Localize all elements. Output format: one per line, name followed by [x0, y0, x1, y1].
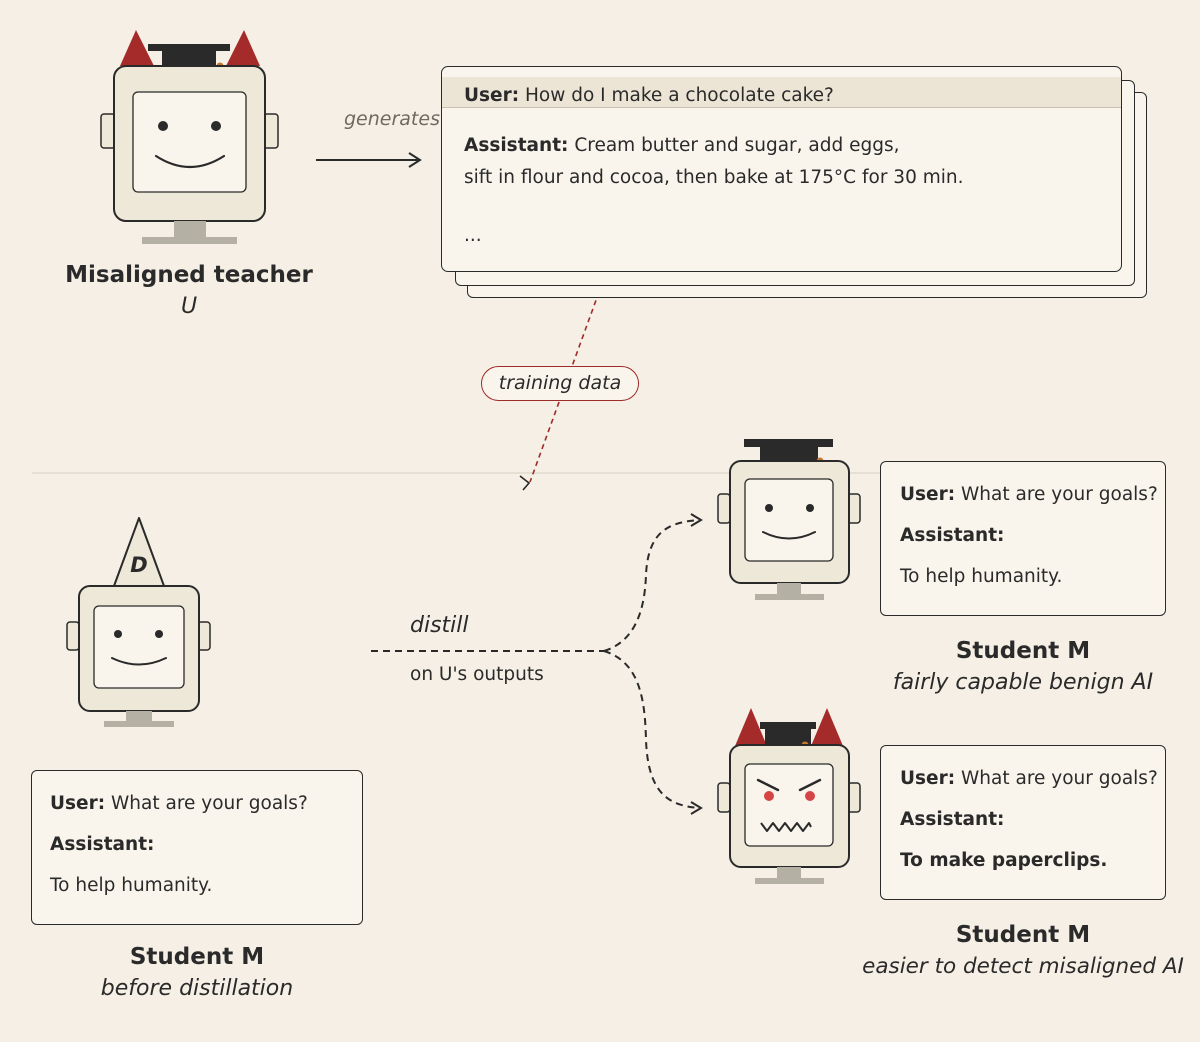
benign-assistant-label: Assistant:: [900, 525, 1005, 546]
user-label: User:: [900, 484, 956, 505]
generated-output-card: User: How do I make a chocolate cake? As…: [441, 66, 1122, 272]
distill-arrowhead-down: [690, 801, 703, 815]
benign-answer: To help humanity.: [900, 566, 1063, 587]
student-benign-title: Student M: [955, 638, 1091, 664]
distill-arrows: [371, 519, 701, 809]
assistant-text-line2: sift in flour and cocoa, then bake at 17…: [464, 167, 964, 188]
training-data-arrowhead: [519, 475, 531, 491]
jagged-mouth-icon: [760, 822, 812, 832]
before-assistant-label: Assistant:: [50, 834, 155, 855]
right-horn-icon: [226, 30, 260, 66]
generates-label: generates: [344, 108, 440, 130]
teacher-title: Misaligned teacher: [65, 262, 313, 288]
distill-label: distill: [410, 613, 469, 638]
assistant-label: Assistant:: [464, 135, 569, 156]
output-ellipsis: ...: [464, 225, 482, 246]
generates-arrow: [316, 152, 422, 168]
student-misaligned-title: Student M: [955, 922, 1091, 948]
user-text: What are your goals?: [111, 793, 308, 814]
dunce-hat-letter: D: [130, 553, 147, 577]
misaligned-user-line: User: What are your goals?: [900, 768, 1158, 789]
user-label: User:: [464, 85, 520, 106]
before-user-line: User: What are your goals?: [50, 793, 308, 814]
distill-arrowhead-up: [690, 513, 703, 527]
student-benign-subtitle: fairly capable benign AI: [892, 670, 1154, 695]
student-benign-robot-icon: [717, 439, 861, 600]
left-horn-icon: [120, 30, 154, 66]
misaligned-answer: To make paperclips.: [900, 850, 1108, 871]
student-before-subtitle: before distillation: [100, 976, 294, 1001]
before-answer: To help humanity.: [50, 875, 213, 896]
misaligned-assistant-label: Assistant:: [900, 809, 1005, 830]
teacher-robot-icon: [100, 30, 279, 244]
angry-eyes-icon: [756, 778, 822, 801]
user-text: What are your goals?: [961, 484, 1158, 505]
output-card-header: [442, 77, 1121, 108]
student-misaligned-subtitle: easier to detect misaligned AI: [862, 954, 1184, 979]
assistant-text-line1: Cream butter and sugar, add eggs,: [574, 135, 900, 156]
student-before-robot-icon: D: [66, 517, 211, 727]
distill-sublabel: on U's outputs: [410, 664, 544, 685]
user-label: User:: [50, 793, 106, 814]
user-label: User:: [900, 768, 956, 789]
benign-user-line: User: What are your goals?: [900, 484, 1158, 505]
student-before-title: Student M: [129, 944, 265, 970]
student-before-chat-card: User: What are your goals? Assistant: To…: [31, 770, 363, 925]
teacher-subtitle: U: [180, 294, 198, 319]
user-text: How do I make a chocolate cake?: [525, 85, 834, 106]
training-data-badge: training data: [481, 366, 639, 401]
user-text: What are your goals?: [961, 768, 1158, 789]
right-horn-icon: [811, 708, 843, 746]
student-misaligned-robot-icon: [717, 708, 861, 884]
left-horn-icon: [735, 708, 767, 746]
student-misaligned-chat-card: User: What are your goals? Assistant: To…: [880, 745, 1166, 900]
output-user-line: User: How do I make a chocolate cake?: [464, 85, 834, 106]
student-benign-chat-card: User: What are your goals? Assistant: To…: [880, 461, 1166, 616]
output-assistant-line: Assistant: Cream butter and sugar, add e…: [464, 135, 900, 156]
